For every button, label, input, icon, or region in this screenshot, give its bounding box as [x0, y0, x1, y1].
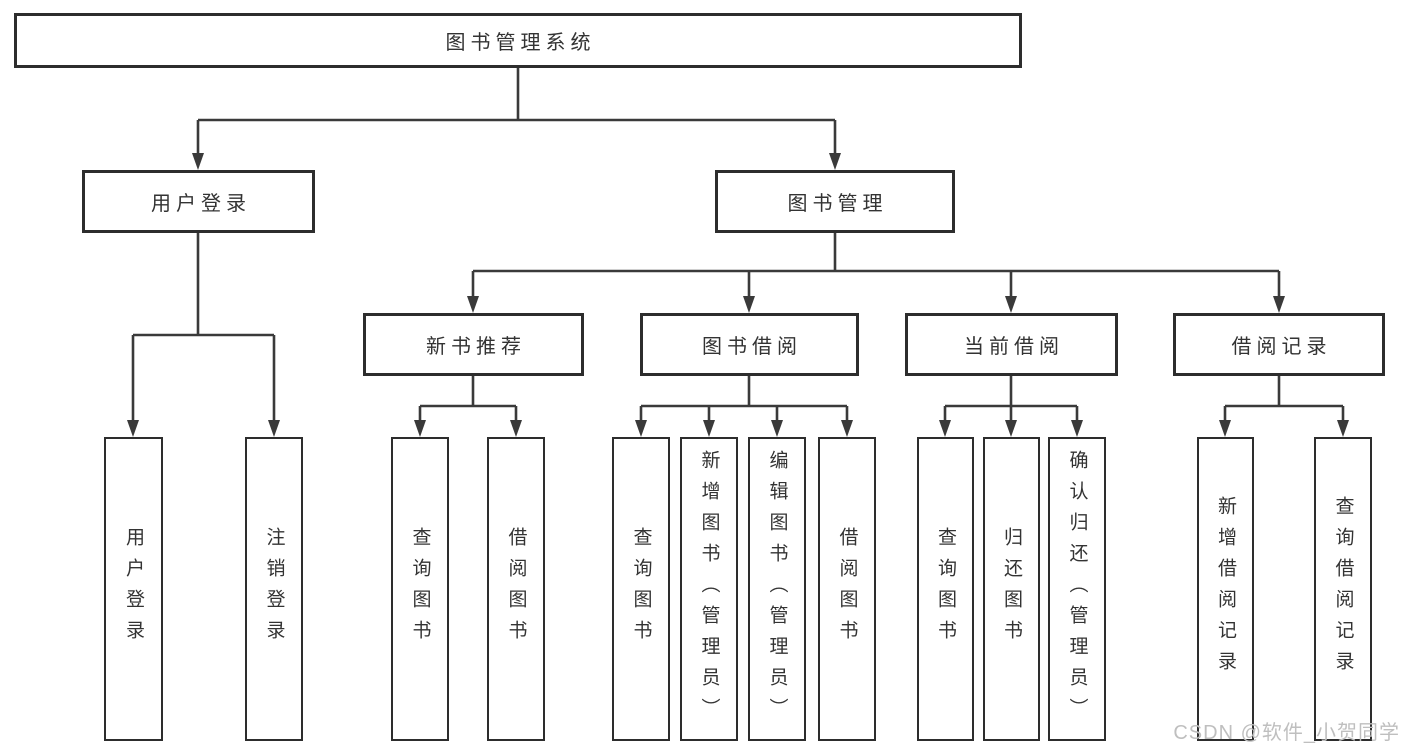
- arrowheads: [127, 153, 1349, 437]
- node-current-borrow: 当前借阅: [905, 313, 1118, 376]
- leaf-label: 借阅图书: [505, 527, 527, 651]
- leaf-label: 借阅图书: [836, 527, 858, 651]
- leaf-confirm-return-admin: 确认归还（管理员）: [1048, 437, 1106, 741]
- node-book-borrow: 图书借阅: [640, 313, 859, 376]
- leaf-query-book-borrow: 查询图书: [612, 437, 670, 741]
- leaf-label: 查询图书: [409, 527, 431, 651]
- node-new-book-recommend: 新书推荐: [363, 313, 584, 376]
- leaf-label: 新增借阅记录: [1215, 496, 1236, 682]
- leaf-label: 查询借阅记录: [1332, 496, 1354, 682]
- leaf-label: 归还图书: [1001, 527, 1022, 651]
- node-label: 当前借阅: [964, 336, 1064, 358]
- leaf-user-login: 用户登录: [104, 437, 163, 741]
- node-borrow-records: 借阅记录: [1173, 313, 1385, 376]
- node-label: 用户登录: [151, 193, 251, 215]
- leaf-label: 确认归还（管理员）: [1066, 449, 1088, 729]
- connector-recommend-to-leaves: [418, 376, 518, 423]
- leaf-label: 新增图书（管理员）: [698, 449, 720, 729]
- node-user-login: 用户登录: [82, 170, 315, 233]
- leaf-return-book: 归还图书: [983, 437, 1040, 741]
- leaf-label: 用户登录: [123, 527, 144, 651]
- connector-records-to-leaves: [1223, 376, 1345, 423]
- connector-userlogin-to-leaves: [131, 233, 276, 423]
- node-label: 图书管理: [787, 193, 888, 215]
- leaf-query-book-current: 查询图书: [917, 437, 974, 741]
- leaf-add-borrow-record: 新增借阅记录: [1197, 437, 1254, 741]
- leaf-label: 注销登录: [263, 527, 285, 651]
- connector-bookmgmt-to-modules: [471, 233, 1281, 299]
- leaf-query-borrow-record: 查询借阅记录: [1314, 437, 1372, 741]
- leaf-query-book-recommend: 查询图书: [391, 437, 449, 741]
- connector-current-to-leaves: [943, 376, 1079, 423]
- connector-root-to-branches: [196, 68, 837, 156]
- leaf-edit-book-admin: 编辑图书（管理员）: [748, 437, 806, 741]
- leaf-label: 查询图书: [935, 527, 956, 651]
- node-label: 新书推荐: [426, 336, 526, 358]
- node-label: 借阅记录: [1231, 336, 1332, 358]
- node-library-management-system: 图书管理系统: [14, 13, 1022, 68]
- leaf-borrow-book: 借阅图书: [818, 437, 876, 741]
- leaf-borrow-book-recommend: 借阅图书: [487, 437, 545, 741]
- leaf-label: 查询图书: [630, 527, 652, 651]
- leaf-label: 编辑图书（管理员）: [766, 449, 788, 729]
- leaf-add-book-admin: 新增图书（管理员）: [680, 437, 738, 741]
- connector-borrow-to-leaves: [639, 376, 849, 423]
- node-label: 图书管理系统: [445, 32, 596, 54]
- leaf-logout: 注销登录: [245, 437, 303, 741]
- watermark: CSDN @软件_小贺同学: [1173, 722, 1400, 744]
- node-label: 图书借阅: [702, 336, 802, 358]
- node-book-management: 图书管理: [715, 170, 955, 233]
